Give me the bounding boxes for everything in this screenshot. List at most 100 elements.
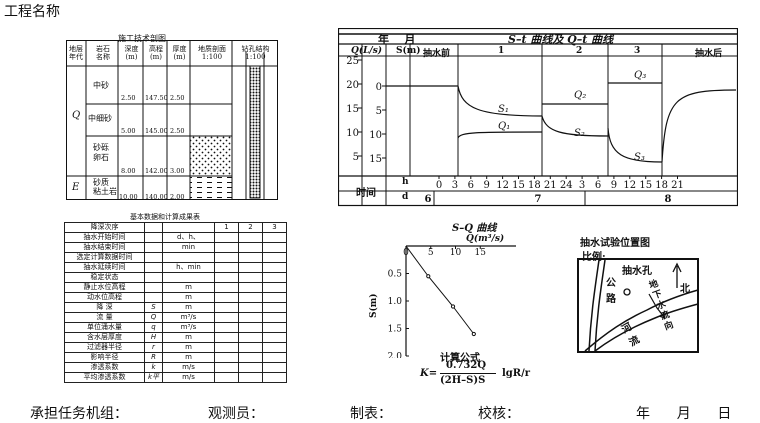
s-tick-label: 10	[369, 130, 382, 141]
table-cell: m³/s	[162, 312, 215, 323]
hour-tick-label: 6	[468, 180, 474, 191]
hour-tick-label: 15	[512, 180, 525, 191]
table-cell: d、h、	[162, 232, 215, 243]
hour-tick-label: 15	[639, 180, 652, 191]
table-cell	[214, 282, 239, 293]
table-cell: 抽水开始时间	[64, 232, 145, 243]
st-title: S–t 曲线及 Q–t 曲线	[508, 33, 614, 46]
table-cell: m	[162, 302, 215, 313]
curve-q1	[457, 131, 543, 139]
table-cell	[214, 372, 239, 383]
q-tick-label: 5	[353, 152, 359, 163]
table-cell	[262, 332, 287, 343]
table-cell	[238, 292, 263, 303]
map-road-label: 公路	[606, 278, 616, 305]
table-cell	[262, 322, 287, 333]
footer-observer: 观测员：	[208, 406, 264, 422]
table-cell	[238, 312, 263, 323]
table-cell	[262, 362, 287, 373]
table-cell	[262, 282, 287, 293]
table-cell: R	[144, 352, 163, 363]
sq-x-tick-label: 10	[450, 248, 462, 258]
table-cell: 2	[238, 222, 263, 233]
st-frame	[338, 28, 738, 207]
hour-tick-label: 12	[496, 180, 509, 191]
table-cell: min	[162, 242, 215, 253]
table-cell	[238, 332, 263, 343]
table-cell: 降 深	[64, 302, 145, 313]
footer-maker: 制表：	[350, 406, 392, 422]
table-cell	[238, 282, 263, 293]
hour-tick-label: 21	[544, 180, 557, 191]
rock-name: 砂砾 卵石	[93, 143, 109, 162]
age-q: Q	[72, 110, 81, 121]
formula-fraction-bar	[440, 373, 496, 374]
profile-caption: 施工技术剖图	[118, 34, 166, 43]
rock-depth: 2.50	[121, 94, 136, 102]
table-cell	[238, 372, 263, 383]
page-title: 工程名称	[4, 4, 60, 20]
curve-label: Q₁	[498, 121, 510, 132]
table-cell	[262, 252, 287, 263]
phase-label: 抽水后	[695, 49, 723, 59]
curve-label: Q₃	[634, 70, 646, 81]
table-cell	[214, 302, 239, 313]
rock-depth: 5.00	[121, 127, 136, 135]
rock-name: 砂质 粘土岩	[93, 178, 117, 196]
profile-header-borehole: 钻孔结构 1:100	[241, 45, 270, 61]
table-cell	[214, 242, 239, 253]
table-cell	[144, 232, 163, 243]
profile-header-section: 地质剖面 1:100	[198, 45, 226, 61]
table-cell	[238, 232, 263, 243]
curve-label: S₃	[634, 152, 645, 163]
table-cell	[214, 322, 239, 333]
hour-tick-label: 18	[655, 180, 668, 191]
table-cell: S	[144, 302, 163, 313]
hour-tick-label: 6	[595, 180, 601, 191]
time-label: 时间	[356, 188, 376, 199]
table-cell: 平均渗透系数	[64, 372, 145, 383]
sq-y-tick-label: 0.5	[388, 270, 403, 280]
sq-point	[471, 331, 476, 337]
table-cell: 含水层厚度	[64, 332, 145, 343]
q-tick-label: 15	[346, 104, 359, 115]
table-cell	[144, 242, 163, 253]
table-cell: q	[144, 322, 163, 333]
curve-s3	[607, 127, 663, 163]
table-cell: 3	[262, 222, 287, 233]
rock-depth: 10.00	[119, 193, 138, 201]
table-cell	[238, 302, 263, 313]
table-cell: H	[144, 332, 163, 343]
sq-x-tick-label: 0	[403, 248, 409, 258]
hour-tick-label: 9	[611, 180, 617, 191]
table-cell: k平	[144, 372, 163, 383]
table-cell	[262, 292, 287, 303]
table-cell: 静止水位高程	[64, 282, 145, 293]
table-cell	[214, 232, 239, 243]
curve-label: Q₂	[574, 90, 586, 101]
curve-s2	[541, 115, 609, 137]
st-header-date: 年 月	[378, 33, 416, 46]
table-cell: m/s	[162, 372, 215, 383]
profile-header-rock: 岩石 名称	[96, 45, 110, 61]
table-cell	[214, 262, 239, 273]
rock-thick: 2.50	[170, 127, 185, 135]
rock-elev: 145.00	[145, 127, 168, 135]
table-cell	[262, 302, 287, 313]
table-cell: 流 量	[64, 312, 145, 323]
geological-profile	[66, 40, 278, 200]
table-row: 抽水开始时间 d、h、	[64, 232, 287, 243]
age-e: E	[72, 182, 80, 193]
footer-unit: 承担任务机组：	[30, 406, 128, 422]
hour-tick-label: 9	[484, 180, 490, 191]
table-cell	[238, 362, 263, 373]
table-cell	[162, 272, 215, 283]
q-tick-label: 20	[346, 80, 359, 91]
table-cell	[238, 272, 263, 283]
